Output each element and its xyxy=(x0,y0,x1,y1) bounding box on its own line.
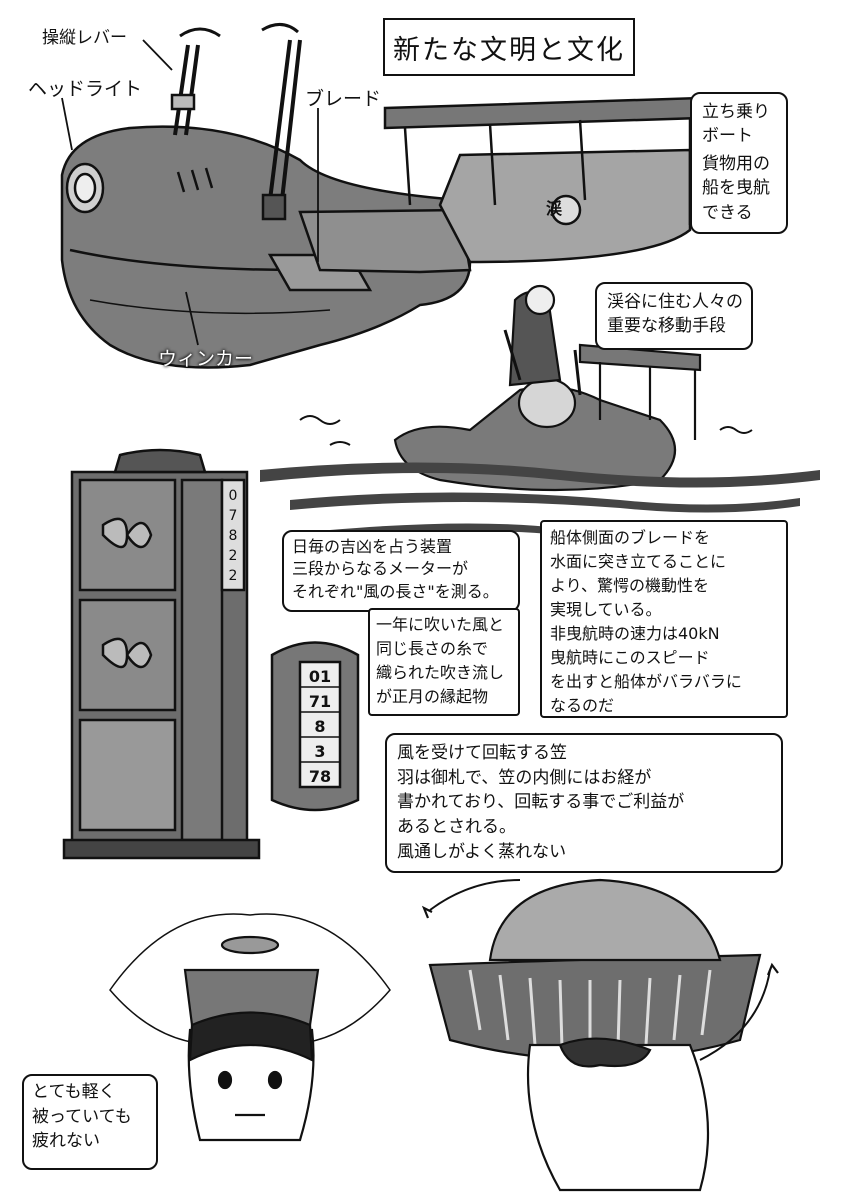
blade-note-line: 船体側面のブレードを xyxy=(550,528,711,547)
fortune-device-note: 日毎の吉凶を占う装置 三段からなるメーターが それぞれ"風の長さ"を測る。 xyxy=(282,530,520,612)
boat-illustration xyxy=(60,23,702,369)
boat-note-line: 立ち乗り xyxy=(702,102,770,122)
boat-emblem: 渓 xyxy=(546,199,563,218)
transport-note-line: 重要な移動手段 xyxy=(607,316,726,337)
boat-note: 立ち乗り ボート 貨物用の 船を曳航 できる xyxy=(690,92,788,234)
blade-note-line: より、驚愕の機動性を xyxy=(550,576,710,595)
label-winker: ウィンカー xyxy=(158,348,254,370)
hat-note-line: 風を受けて回転する笠 xyxy=(397,743,567,763)
meter-digit: 0 xyxy=(228,488,238,504)
meter-digit: 8 xyxy=(314,717,326,736)
light-note-line: とても軽く xyxy=(32,1082,116,1102)
fortune-note-line: 日毎の吉凶を占う装置 xyxy=(292,537,453,556)
streamer-note-line: 同じ長さの糸で xyxy=(376,639,489,658)
boat-note-line: できる xyxy=(702,202,753,223)
light-hat-note: とても軽く 被っていても 疲れない xyxy=(22,1074,158,1170)
hat-note-line: 風通しがよく蒸れない xyxy=(397,841,567,862)
page-title: 新たな文明と文化 xyxy=(383,18,635,76)
hat-note: 風を受けて回転する笠 羽は御札で、笠の内側にはお経が 書かれており、回転する事で… xyxy=(385,733,783,873)
boat-note-line: 貨物用の xyxy=(702,154,770,175)
small-meter-digits: 01 71 8 3 78 xyxy=(300,664,340,789)
meter-digit: 01 xyxy=(308,667,332,686)
streamer-note-line: 一年に吹いた風と xyxy=(376,615,505,634)
label-lever: 操縦レバー xyxy=(42,28,127,48)
light-note-line: 被っていても xyxy=(32,1106,132,1127)
label-headlight: ヘッドライト xyxy=(28,78,143,100)
leader-lines xyxy=(61,39,319,346)
blade-note-line: 曳航時にこのスピード xyxy=(550,648,710,667)
hat-note-line: 羽は御札で、笠の内側にはお経が xyxy=(397,767,652,788)
boat-note-line: 船を曳航 xyxy=(702,178,770,199)
blade-note-line: 水面に突き立てることに xyxy=(550,552,727,571)
blade-note-line: を出すと船体がバラバラに xyxy=(550,672,742,691)
hat-side-illustration xyxy=(421,878,779,1192)
fortune-device-illustration xyxy=(62,448,261,860)
label-blade: ブレード xyxy=(305,88,382,110)
blade-note-line: 非曳航時の速力は40kN xyxy=(550,624,720,643)
meter-digit: 2 xyxy=(228,548,238,564)
light-note-line: 疲れない xyxy=(32,1131,100,1152)
transport-note-line: 渓谷に住む人々の xyxy=(607,292,743,312)
meter-digit: 3 xyxy=(314,742,326,761)
hat-note-line: 書かれており、回転する事でご利益が xyxy=(397,792,685,813)
fortune-note-line: それぞれ"風の長さ"を測る。 xyxy=(292,581,499,601)
hat-front-illustration xyxy=(109,913,391,1142)
meter-digit: 7 xyxy=(228,508,238,524)
hat-note-line: あるとされる。 xyxy=(397,816,516,837)
blade-note-line: 実現している。 xyxy=(550,600,662,619)
meter-digit: 78 xyxy=(308,767,332,786)
fortune-note-line: 三段からなるメーターが xyxy=(292,559,469,579)
meter-digit: 71 xyxy=(308,692,332,711)
meter-digit: 2 xyxy=(228,568,238,584)
streamer-note-line: が正月の縁起物 xyxy=(376,687,489,706)
blade-note: 船体側面のブレードを 水面に突き立てることに より、驚愕の機動性を 実現している… xyxy=(540,520,788,718)
streamer-note: 一年に吹いた風と 同じ長さの糸で 織られた吹き流し が正月の縁起物 xyxy=(368,608,520,716)
small-meter-illustration xyxy=(270,641,360,812)
blade-note-line: なるのだ xyxy=(550,696,615,715)
transport-note: 渓谷に住む人々の 重要な移動手段 xyxy=(595,282,753,350)
meter-digit: 8 xyxy=(228,528,238,544)
boat-note-line: ボート xyxy=(702,126,753,147)
streamer-note-line: 織られた吹き流し xyxy=(376,663,505,682)
big-meter-digits: 0 7 8 2 2 xyxy=(224,486,242,586)
